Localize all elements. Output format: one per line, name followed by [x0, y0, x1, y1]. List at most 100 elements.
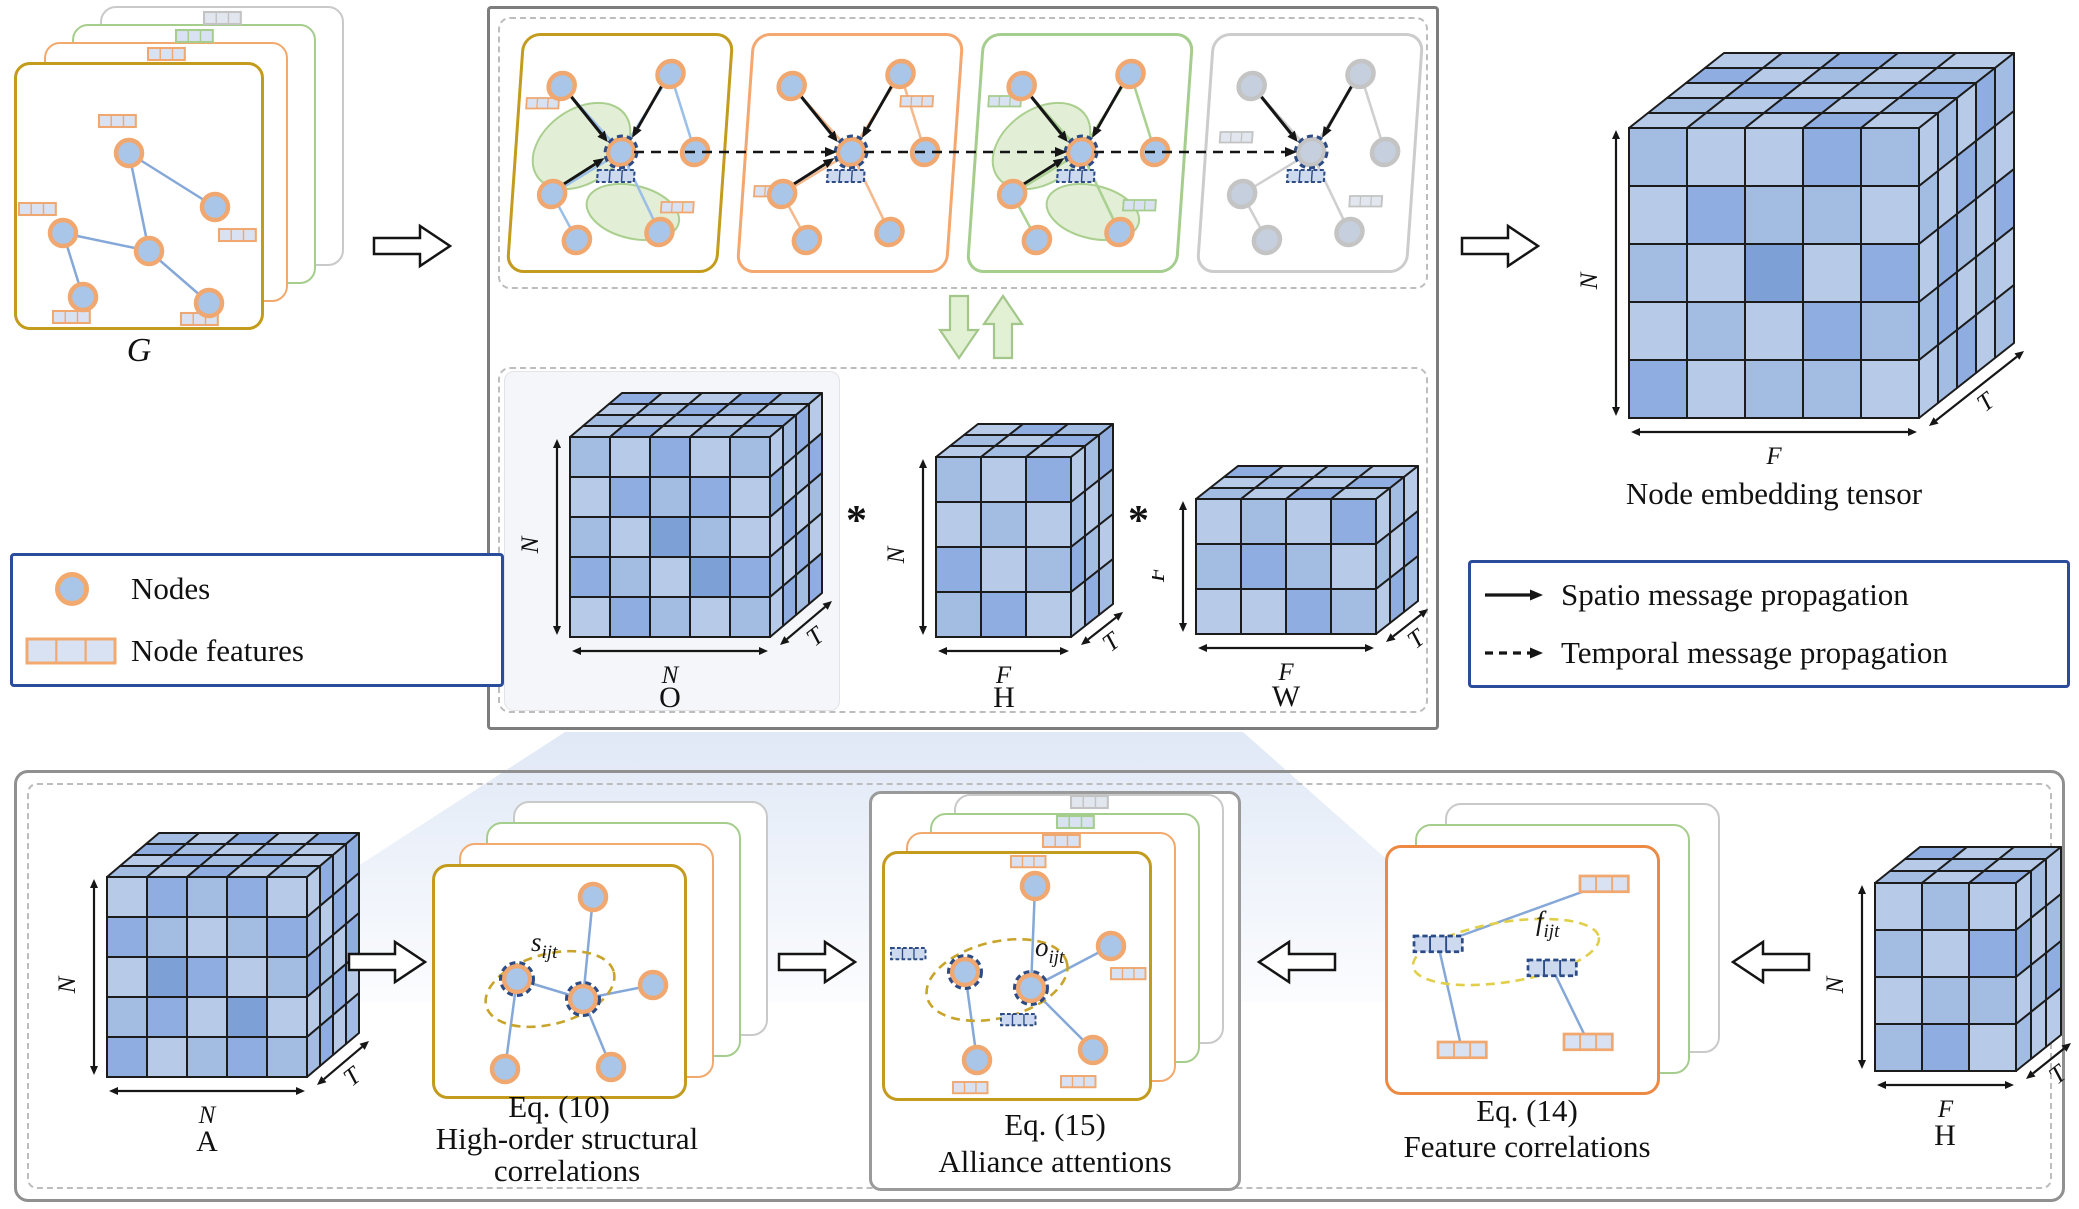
arrowhead [1052, 158, 1065, 168]
graph-layer-gold: oijt [882, 851, 1152, 1101]
legend-graph-elements: Nodes Node features [10, 553, 504, 687]
cube-cells [1628, 52, 2015, 419]
dashed-arrow-icon [1471, 641, 1561, 665]
pair-node-ring [947, 954, 983, 990]
arrowhead [822, 158, 835, 168]
axis-label: T [1972, 386, 2001, 417]
axis-label: F [995, 662, 1012, 689]
axis-label: T [1098, 626, 1127, 657]
solid-arrow-icon [1471, 583, 1561, 607]
product-operator: * [846, 498, 867, 544]
alliance-attention-box: oijt Eq. (15) Alliance attentions [869, 791, 1241, 1191]
cube-cells [1874, 846, 2062, 1072]
cube-cells [935, 423, 1114, 638]
W-caption: W [1272, 680, 1301, 711]
axis-label: N [198, 1102, 217, 1129]
axis-label: F [1152, 566, 1170, 583]
flow-arrow-right [777, 939, 858, 985]
O-caption: O [659, 681, 681, 711]
feature-bar-nodes [1412, 874, 1630, 1060]
eq14-label: Eq. (14) [1476, 1093, 1578, 1128]
spatio-message-arrows [1257, 81, 1356, 142]
axis-label: N [883, 545, 910, 564]
alliance-caption: Alliance attentions [938, 1144, 1172, 1179]
graph-layer-gold [14, 62, 264, 330]
o-ijt-label: oijt [1035, 932, 1065, 968]
flow-arrow-output [1460, 223, 1541, 269]
A-caption: A [196, 1125, 218, 1158]
structural-correlation-stack: sijt [432, 801, 772, 1111]
axis-label: F [1277, 659, 1294, 686]
flow-arrow-left [1256, 939, 1337, 985]
node-circle-icon [13, 572, 131, 606]
temporal-graph-panel-3 [965, 33, 1195, 273]
structural-graph: sijt [484, 867, 684, 1096]
flow-arrow-right [347, 939, 428, 985]
input-graph [17, 113, 257, 327]
temporal-panels-box [498, 17, 1428, 289]
arrowhead [592, 158, 605, 168]
graph-nodes [492, 884, 666, 1082]
stack-top-feature-bars [146, 10, 242, 62]
spatio-message-arrows [1019, 81, 1126, 188]
panel-1-graph [525, 36, 731, 270]
cube-axes: NFT [1576, 130, 2024, 470]
center-node-ring [1293, 134, 1329, 170]
node-embedding-caption: Node embedding tensor [1625, 476, 1923, 511]
node-features-bar-icon [13, 637, 131, 665]
product-operator: * [1128, 498, 1149, 544]
down-coupling-arrow-icon [938, 294, 980, 360]
axis-label: N [517, 535, 544, 554]
temporal-graph-panel-2 [735, 33, 965, 273]
s-ijt-label: sijt [531, 927, 558, 963]
arrowhead [862, 126, 872, 138]
weight-tensor-W: F F T W [1152, 465, 1430, 711]
axis-label: T [1403, 623, 1430, 654]
legend-row-spatio: Spatio message propagation [1471, 566, 2067, 624]
flow-arrow-input [372, 223, 453, 269]
up-coupling-arrow-icon [982, 294, 1024, 360]
temporal-graph-panel-1 [505, 33, 735, 273]
legend-row-nodes: Nodes [13, 558, 501, 620]
axis-label: T [802, 621, 831, 652]
feature-caption: Feature correlations [1403, 1129, 1651, 1164]
arrowhead [1057, 130, 1068, 142]
arrowhead [827, 130, 838, 142]
attention-detail-panel: N N T A [14, 770, 2073, 1202]
flow-arrow-left [1730, 939, 1811, 985]
axis-label: N [54, 975, 81, 994]
graph-layer-gold: sijt [432, 864, 687, 1099]
arrowhead [1530, 647, 1543, 659]
attention-tensor-O: N N T O [517, 392, 832, 711]
axis-label: T [339, 1061, 368, 1092]
legend-row-node-features: Node features [13, 620, 501, 682]
spatio-message-arrows [559, 81, 666, 188]
panel-4-graph [1218, 36, 1421, 270]
hidden-tensor-H-bottom: NFT H [1822, 846, 2073, 1152]
axis-label: F [1765, 443, 1782, 470]
node-feature-bars [890, 855, 1147, 1095]
legend-label: Temporal message propagation [1561, 635, 1948, 670]
spatio-message-arrows [789, 81, 896, 188]
legend-label: Spatio message propagation [1561, 577, 1909, 612]
hidden-tensor-H: NFT H [883, 423, 1127, 711]
alliance-graph: oijt [890, 855, 1147, 1095]
oijt-ellipse [925, 937, 1069, 1023]
cube-cells [569, 392, 823, 638]
adjacency-tensor-A: N N T A [54, 832, 369, 1158]
axis-label: F [1937, 1096, 1954, 1123]
legend-label: Nodes [131, 571, 211, 606]
cube-cells [106, 832, 360, 1078]
pair-node-ring [565, 981, 601, 1017]
legend-row-temporal: Temporal message propagation [1471, 624, 2067, 682]
graph-nodes [947, 873, 1125, 1073]
panel-2-graph [753, 36, 961, 270]
arrowhead [1092, 126, 1102, 138]
cube-cells [1195, 465, 1419, 635]
graph-nodes [765, 61, 944, 253]
axis-label: N [661, 662, 680, 689]
sijt-ellipse [484, 949, 616, 1029]
legend-label: Node features [131, 633, 304, 668]
tensor-factors-box: NNT O * NFT H * FFT W [498, 367, 1430, 713]
graph-G-label: G [126, 332, 152, 369]
